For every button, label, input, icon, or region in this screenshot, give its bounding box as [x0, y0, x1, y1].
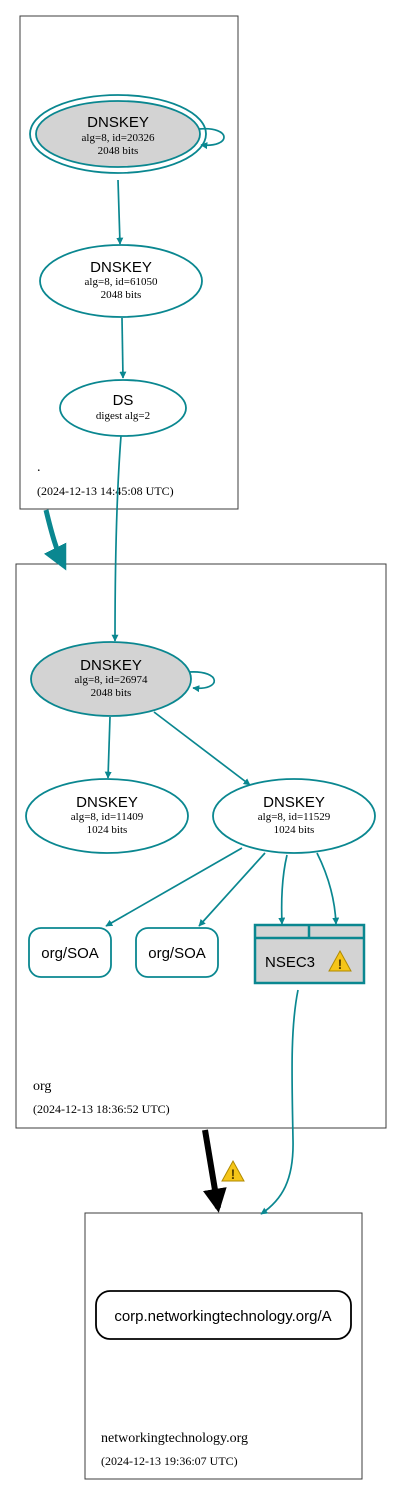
edge-org-zsk2-to-nsec3-b: [316, 852, 340, 925]
node-root-ksk-line2: 2048 bits: [98, 145, 139, 157]
node-org-ksk-line2: 2048 bits: [91, 687, 132, 699]
node-org-nsec3-label: NSEC3: [265, 954, 315, 971]
node-org-zsk-11409-line2: 1024 bits: [87, 824, 128, 836]
node-root-ds-title: DS: [113, 392, 134, 409]
node-org-zsk-11529[interactable]: DNSKEY alg=8, id=11529 1024 bits: [212, 778, 376, 854]
node-org-zsk-11409[interactable]: DNSKEY alg=8, id=11409 1024 bits: [25, 778, 189, 854]
zone-org-timestamp: (2024-12-13 18:36:52 UTC): [33, 1102, 170, 1116]
edge-org-zsk2-to-soa1: [105, 847, 243, 927]
node-org-soa-2[interactable]: org/SOA: [135, 927, 219, 978]
node-target-a-record-label: corp.networkingtechnology.org/A: [114, 1308, 331, 1325]
zone-networkingtechnology-name: networkingtechnology.org: [101, 1431, 248, 1446]
node-root-ksk[interactable]: DNSKEY alg=8, id=20326 2048 bits: [29, 94, 207, 174]
warning-icon: !: [221, 1159, 245, 1182]
node-root-zsk-line2: 2048 bits: [101, 289, 142, 301]
node-org-nsec3[interactable]: NSEC3 !: [253, 923, 366, 985]
node-org-soa-1-label: org/SOA: [41, 945, 99, 962]
edge-org-ksk-to-zsk1: [104, 716, 112, 779]
svg-text:!: !: [231, 1166, 236, 1182]
node-root-zsk-title: DNSKEY: [90, 259, 152, 276]
edge-org-zsk2-to-soa2: [198, 852, 266, 927]
zone-org: org (2024-12-13 18:36:52 UTC): [15, 563, 387, 1129]
node-root-ksk-title: DNSKEY: [87, 114, 149, 131]
delegation-org-to-target: [202, 1129, 227, 1213]
node-org-ksk-line1: alg=8, id=26974: [75, 674, 148, 686]
node-org-zsk-11529-title: DNSKEY: [263, 794, 325, 811]
edge-org-zsk2-to-nsec3-a: [278, 854, 288, 925]
edge-org-ksk-to-zsk2: [153, 711, 251, 786]
node-org-ksk-title: DNSKEY: [80, 657, 142, 674]
svg-text:!: !: [338, 956, 343, 972]
edge-ds-to-org-ksk: [111, 435, 122, 642]
node-org-zsk-11529-line1: alg=8, id=11529: [258, 811, 331, 823]
node-target-a-record[interactable]: corp.networkingtechnology.org/A: [95, 1290, 352, 1340]
edge-root-ksk-self: [198, 127, 225, 150]
node-root-ksk-line1: alg=8, id=20326: [82, 132, 155, 144]
edge-root-ksk-to-zsk: [116, 179, 124, 245]
node-org-zsk-11529-line2: 1024 bits: [274, 824, 315, 836]
zone-root: . (2024-12-13 14:45:08 UTC): [19, 15, 239, 510]
edge-nsec3-to-target-zone: [260, 989, 299, 1215]
zone-networkingtechnology: networkingtechnology.org (2024-12-13 19:…: [84, 1212, 363, 1480]
zone-networkingtechnology-timestamp: (2024-12-13 19:36:07 UTC): [101, 1454, 238, 1468]
zone-root-name: .: [37, 460, 41, 475]
node-org-soa-2-label: org/SOA: [148, 945, 206, 962]
warning-icon: !: [328, 949, 352, 972]
node-root-ds[interactable]: DS digest alg=2: [59, 379, 187, 437]
zone-root-box: [19, 15, 239, 510]
zone-root-timestamp: (2024-12-13 14:45:08 UTC): [37, 484, 174, 498]
edge-root-zsk-to-ds: [119, 317, 127, 379]
zone-org-name: org: [33, 1079, 51, 1094]
node-root-ds-line1: digest alg=2: [96, 410, 150, 422]
node-org-soa-1[interactable]: org/SOA: [28, 927, 112, 978]
node-root-zsk-line1: alg=8, id=61050: [85, 276, 158, 288]
delegation-root-to-org: [43, 509, 67, 571]
zone-org-box: [15, 563, 387, 1129]
edge-org-ksk-self: [188, 671, 216, 693]
node-org-zsk-11409-line1: alg=8, id=11409: [71, 811, 144, 823]
zone-networkingtechnology-box: [84, 1212, 363, 1480]
node-org-ksk[interactable]: DNSKEY alg=8, id=26974 2048 bits: [30, 641, 192, 717]
node-root-zsk[interactable]: DNSKEY alg=8, id=61050 2048 bits: [39, 244, 203, 318]
node-org-zsk-11409-title: DNSKEY: [76, 794, 138, 811]
